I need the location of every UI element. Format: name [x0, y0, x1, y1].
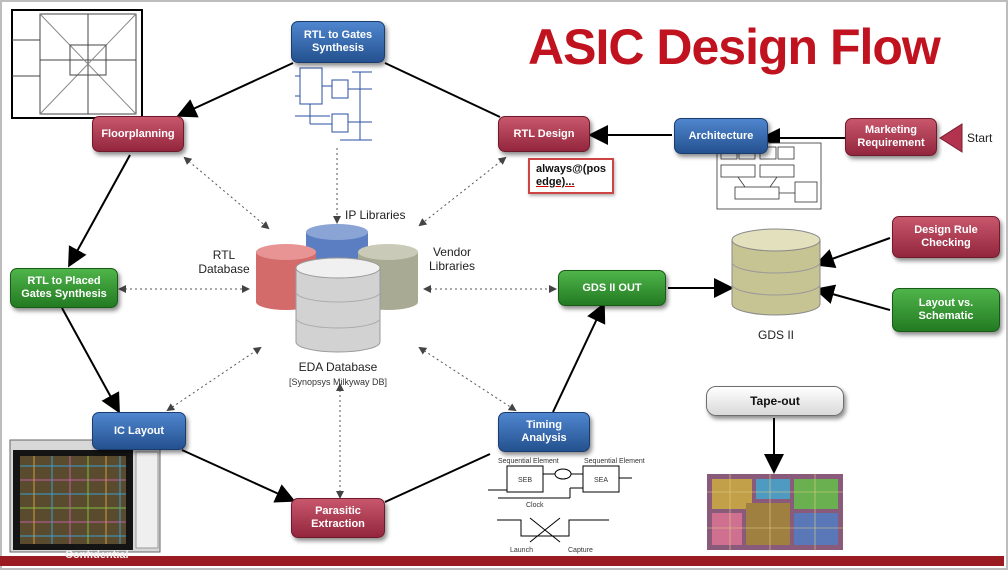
arrow-drc-to-gds: [814, 237, 891, 268]
floorplan-thumbnail: [11, 9, 143, 119]
architecture-box[interactable]: Architecture: [674, 118, 768, 154]
tape-out-box[interactable]: Tape-out: [706, 386, 844, 416]
arrow-lvs-to-gds: [814, 284, 891, 311]
design-rule-checking-box[interactable]: Design Rule Checking: [892, 216, 1000, 258]
marketing-requirement-box[interactable]: Marketing Requirement: [845, 118, 937, 156]
arrow-placed-to-ic: [61, 307, 120, 414]
gate-schematic: [295, 67, 372, 141]
timing-analysis-box[interactable]: Timing Analysis: [498, 412, 590, 452]
architecture-block-diagram: [716, 142, 822, 210]
vendor-libraries-label: Vendor Libraries: [428, 245, 476, 273]
floorplanning-box[interactable]: Floorplanning: [92, 116, 184, 152]
start-label: Start: [967, 131, 993, 145]
eda-database-sublabel: [Synopsys Milkyway DB]: [288, 377, 388, 387]
code-line-2: edge)...: [536, 176, 575, 188]
layout-vs-schematic-box[interactable]: Layout vs. Schematic: [892, 288, 1000, 332]
parasitic-extraction-box[interactable]: Parasitic Extraction: [291, 498, 385, 538]
arrow-floorplan-to-placed: [68, 154, 131, 268]
start-triangle-icon: [939, 123, 963, 153]
code-line-1: always@(pos: [536, 163, 607, 175]
timing-launch-label: Launch: [510, 547, 533, 554]
chip-die-image: [707, 474, 843, 550]
rtl-to-placed-gates-synthesis-box[interactable]: RTL to Placed Gates Synthesis: [10, 268, 118, 308]
gds-ii-out-box[interactable]: GDS II OUT: [558, 270, 666, 306]
rtl-to-gates-synthesis-box[interactable]: RTL to Gates Synthesis: [291, 21, 385, 63]
timing-diagram: [488, 465, 632, 543]
ic-layout-screenshot: [9, 439, 161, 553]
rtl-code-snippet: always@(pos edge)...: [528, 158, 614, 194]
eda-database-cylinders: [256, 224, 418, 353]
timing-seq-element-2: Sequential Element: [584, 458, 645, 465]
rtl-database-label: RTL Database: [198, 248, 250, 276]
timing-seq-element-1: Sequential Element: [498, 458, 559, 465]
arrow-ic-to-parasitic: [181, 449, 296, 503]
arrow-timing-to-gds: [552, 302, 606, 413]
arrow-parasitic-to-timing: [384, 453, 491, 503]
ic-layout-box[interactable]: IC Layout: [92, 412, 186, 450]
gds-ii-label: GDS II: [757, 328, 794, 342]
rtl-design-box[interactable]: RTL Design: [498, 116, 590, 152]
timing-clock-label: Clock: [526, 502, 544, 509]
page-title: ASIC Design Flow: [528, 19, 941, 75]
footer-bar: Confidential: [0, 549, 1004, 566]
ip-libraries-label: IP Libraries: [345, 208, 406, 222]
timing-ff-2: SEA: [594, 477, 609, 484]
arrow-rtl-to-synth: [384, 62, 501, 118]
arrow-synth-to-floorplan: [176, 62, 294, 118]
eda-database-label: EDA Database: [298, 360, 378, 374]
timing-capture-label: Capture: [568, 547, 593, 554]
gds-database-cylinder: [731, 228, 821, 316]
footer-text: Confidential: [65, 549, 129, 561]
timing-ff-1: SEB: [518, 477, 533, 484]
